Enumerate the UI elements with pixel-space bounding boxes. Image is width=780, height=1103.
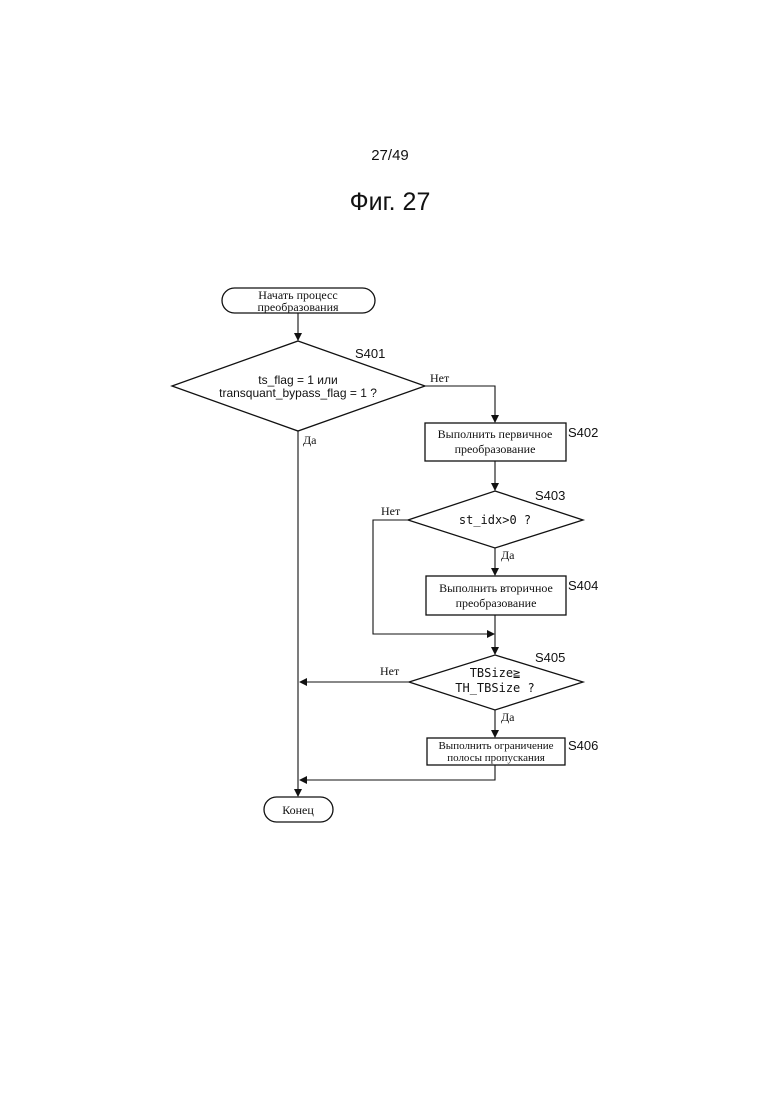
start-line-2: преобразования [257,300,339,314]
s403-line-1: st_idx>0 ? [459,513,531,527]
s406-step-label: S406 [568,738,598,753]
s405-step-label: S405 [535,650,565,665]
s406-line-2: полосы пропускания [447,752,545,764]
s404-step-label: S404 [568,578,598,593]
s403-step-label: S403 [535,488,565,503]
s401-line-1: ts_flag = 1 или [258,373,337,387]
s404-process: Выполнить вторичное преобразование S404 [426,576,598,615]
s402-step-label: S402 [568,425,598,440]
s405-yes-label: Да [501,710,515,724]
edge-s406-end [300,765,495,780]
s401-step-label: S401 [355,346,385,361]
s404-line-2: преобразование [456,596,537,610]
s403-no-label: Нет [381,504,401,518]
s401-line-2: transquant_bypass_flag = 1 ? [219,386,377,400]
end-label: Конец [282,803,314,817]
s403-yes-label: Да [501,548,515,562]
s405-line-2: TH_TBSize ? [455,681,534,695]
end-terminal: Конец [264,797,333,822]
s401-no-label: Нет [430,371,450,385]
s406-line-1: Выполнить ограничение [438,740,553,752]
s402-line-1: Выполнить первичное [438,427,553,441]
s406-process: Выполнить ограничение полосы пропускания… [427,738,598,765]
s405-line-1: TBSize≧ [470,666,521,680]
start-terminal: Начать процесс преобразования [222,288,375,314]
s405-no-label: Нет [380,664,400,678]
s401-yes-label: Да [303,433,317,447]
s401-decision: ts_flag = 1 или transquant_bypass_flag =… [172,341,425,431]
s405-decision: TBSize≧ TH_TBSize ? S405 [409,650,583,710]
s402-line-2: преобразование [455,442,536,456]
edge-s401-no [425,386,495,422]
s402-process: Выполнить первичное преобразование S402 [425,423,598,461]
s404-line-1: Выполнить вторичное [439,581,553,595]
s403-decision: st_idx>0 ? S403 [408,488,583,548]
